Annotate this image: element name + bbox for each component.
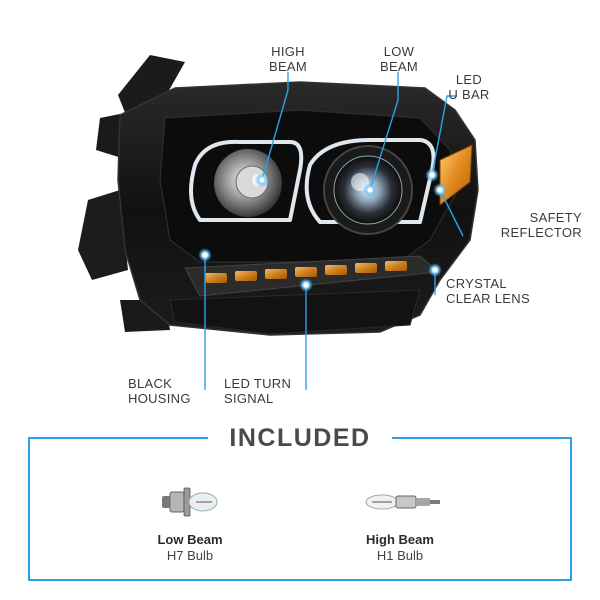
- callout-safety-reflector-line1: SAFETY: [529, 210, 582, 225]
- callout-led-turn-signal-line1: LED TURN: [224, 376, 292, 391]
- low-beam-spec: H7 Bulb: [166, 548, 214, 563]
- low-beam-name: Low Beam: [157, 532, 223, 547]
- callout-high-beam-line1: HIGH: [271, 44, 305, 59]
- callout-low-beam-line1: LOW: [383, 44, 415, 59]
- callout-crystal-clear-lens: CRYSTAL CLEAR LENS: [446, 276, 546, 306]
- callout-led-turn-signal-line2: SIGNAL: [224, 391, 274, 406]
- callout-led-turn-signal: LED TURN SIGNAL: [224, 376, 314, 406]
- callout-low-beam-line2: BEAM: [379, 59, 419, 74]
- headlight-assembly: [78, 55, 479, 390]
- h1-bulb-icon: [365, 494, 440, 510]
- included-box: [28, 437, 572, 581]
- high-beam-name: High Beam: [366, 532, 434, 547]
- callout-crystal-clear-lens-line1: CRYSTAL: [446, 276, 507, 291]
- callout-black-housing-line2: HOUSING: [128, 391, 191, 406]
- h7-bulb-icon: [162, 487, 218, 517]
- callout-safety-reflector-line2: REFLECTOR: [500, 225, 582, 240]
- callout-high-beam-line2: BEAM: [268, 59, 308, 74]
- callout-led-u-bar: LED U BAR: [440, 72, 498, 102]
- callout-black-housing: BLACK HOUSING: [128, 376, 208, 406]
- callout-led-u-bar-line1: LED: [455, 72, 483, 87]
- callout-led-u-bar-line2: U BAR: [448, 87, 490, 102]
- included-item-high-beam: High Beam H1 Bulb: [330, 532, 470, 564]
- callout-black-housing-line1: BLACK: [128, 376, 173, 391]
- callout-high-beam: HIGH BEAM: [262, 44, 314, 74]
- callout-crystal-clear-lens-line2: CLEAR LENS: [446, 291, 530, 306]
- included-title: INCLUDED: [208, 423, 392, 453]
- included-item-low-beam: Low Beam H7 Bulb: [120, 532, 260, 564]
- callout-safety-reflector: SAFETY REFLECTOR: [482, 210, 582, 240]
- callout-low-beam: LOW BEAM: [376, 44, 422, 74]
- high-beam-spec: H1 Bulb: [376, 548, 424, 563]
